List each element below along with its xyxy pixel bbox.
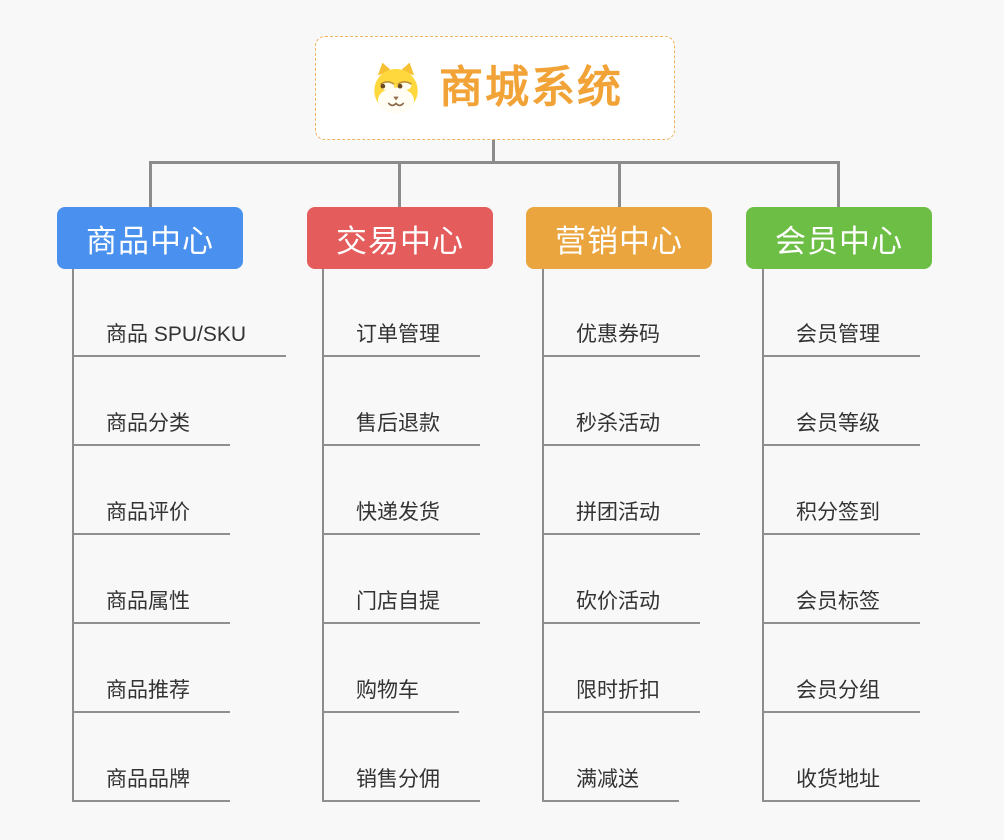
leaf-node[interactable]: 优惠券码 <box>542 321 700 357</box>
leaf-node[interactable]: 商品品牌 <box>72 766 230 802</box>
root-node[interactable]: 商城系统 <box>315 36 675 140</box>
leaf-node[interactable]: 会员管理 <box>762 321 920 357</box>
leaf-node[interactable]: 商品分类 <box>72 410 230 446</box>
leaf-node[interactable]: 砍价活动 <box>542 588 700 624</box>
leaf-node[interactable]: 限时折扣 <box>542 677 700 713</box>
branch-node-trade[interactable]: 交易中心 <box>307 207 493 269</box>
branch-node-product[interactable]: 商品中心 <box>57 207 243 269</box>
connector-drop-1 <box>149 161 152 207</box>
branch-children-product: 商品 SPU/SKU 商品分类 商品评价 商品属性 商品推荐 商品品牌 <box>72 269 342 814</box>
branch-node-member[interactable]: 会员中心 <box>746 207 932 269</box>
leaf-node[interactable]: 拼团活动 <box>542 499 700 535</box>
leaf-node[interactable]: 售后退款 <box>322 410 480 446</box>
connector-drop-4 <box>837 161 840 207</box>
root-title: 商城系统 <box>439 63 623 112</box>
leaf-node[interactable]: 会员等级 <box>762 410 920 446</box>
leaf-node[interactable]: 门店自提 <box>322 588 480 624</box>
connector-trunk <box>72 269 74 802</box>
branch-node-marketing[interactable]: 营销中心 <box>526 207 712 269</box>
leaf-node[interactable]: 商品 SPU/SKU <box>72 321 287 357</box>
leaf-node[interactable]: 会员标签 <box>762 588 920 624</box>
leaf-node[interactable]: 订单管理 <box>322 321 480 357</box>
leaf-node[interactable]: 会员分组 <box>762 677 920 713</box>
leaf-node[interactable]: 购物车 <box>322 677 459 713</box>
leaf-node[interactable]: 积分签到 <box>762 499 920 535</box>
branch-children-marketing: 优惠券码 秒杀活动 拼团活动 砍价活动 限时折扣 满减送 <box>542 269 812 814</box>
leaf-node[interactable]: 快递发货 <box>322 499 480 535</box>
connector-trunk <box>762 269 764 802</box>
leaf-node[interactable]: 商品评价 <box>72 499 230 535</box>
leaf-node[interactable]: 商品推荐 <box>72 677 230 713</box>
connector-drop-2 <box>398 161 401 207</box>
branch-children-member: 会员管理 会员等级 积分签到 会员标签 会员分组 收货地址 <box>762 269 1004 814</box>
connector-drop-3 <box>618 161 621 207</box>
connector-trunk <box>322 269 324 802</box>
leaf-node[interactable]: 商品属性 <box>72 588 230 624</box>
branch-children-trade: 订单管理 售后退款 快递发货 门店自提 购物车 销售分佣 <box>322 269 592 814</box>
leaf-node[interactable]: 秒杀活动 <box>542 410 700 446</box>
connector-trunk <box>542 269 544 802</box>
leaf-node[interactable]: 满减送 <box>542 766 679 802</box>
dog-face-icon <box>374 62 418 114</box>
leaf-node[interactable]: 收货地址 <box>762 766 920 802</box>
leaf-node[interactable]: 销售分佣 <box>322 766 480 802</box>
connector-rail <box>149 161 840 164</box>
connector-root-stub <box>492 140 495 164</box>
